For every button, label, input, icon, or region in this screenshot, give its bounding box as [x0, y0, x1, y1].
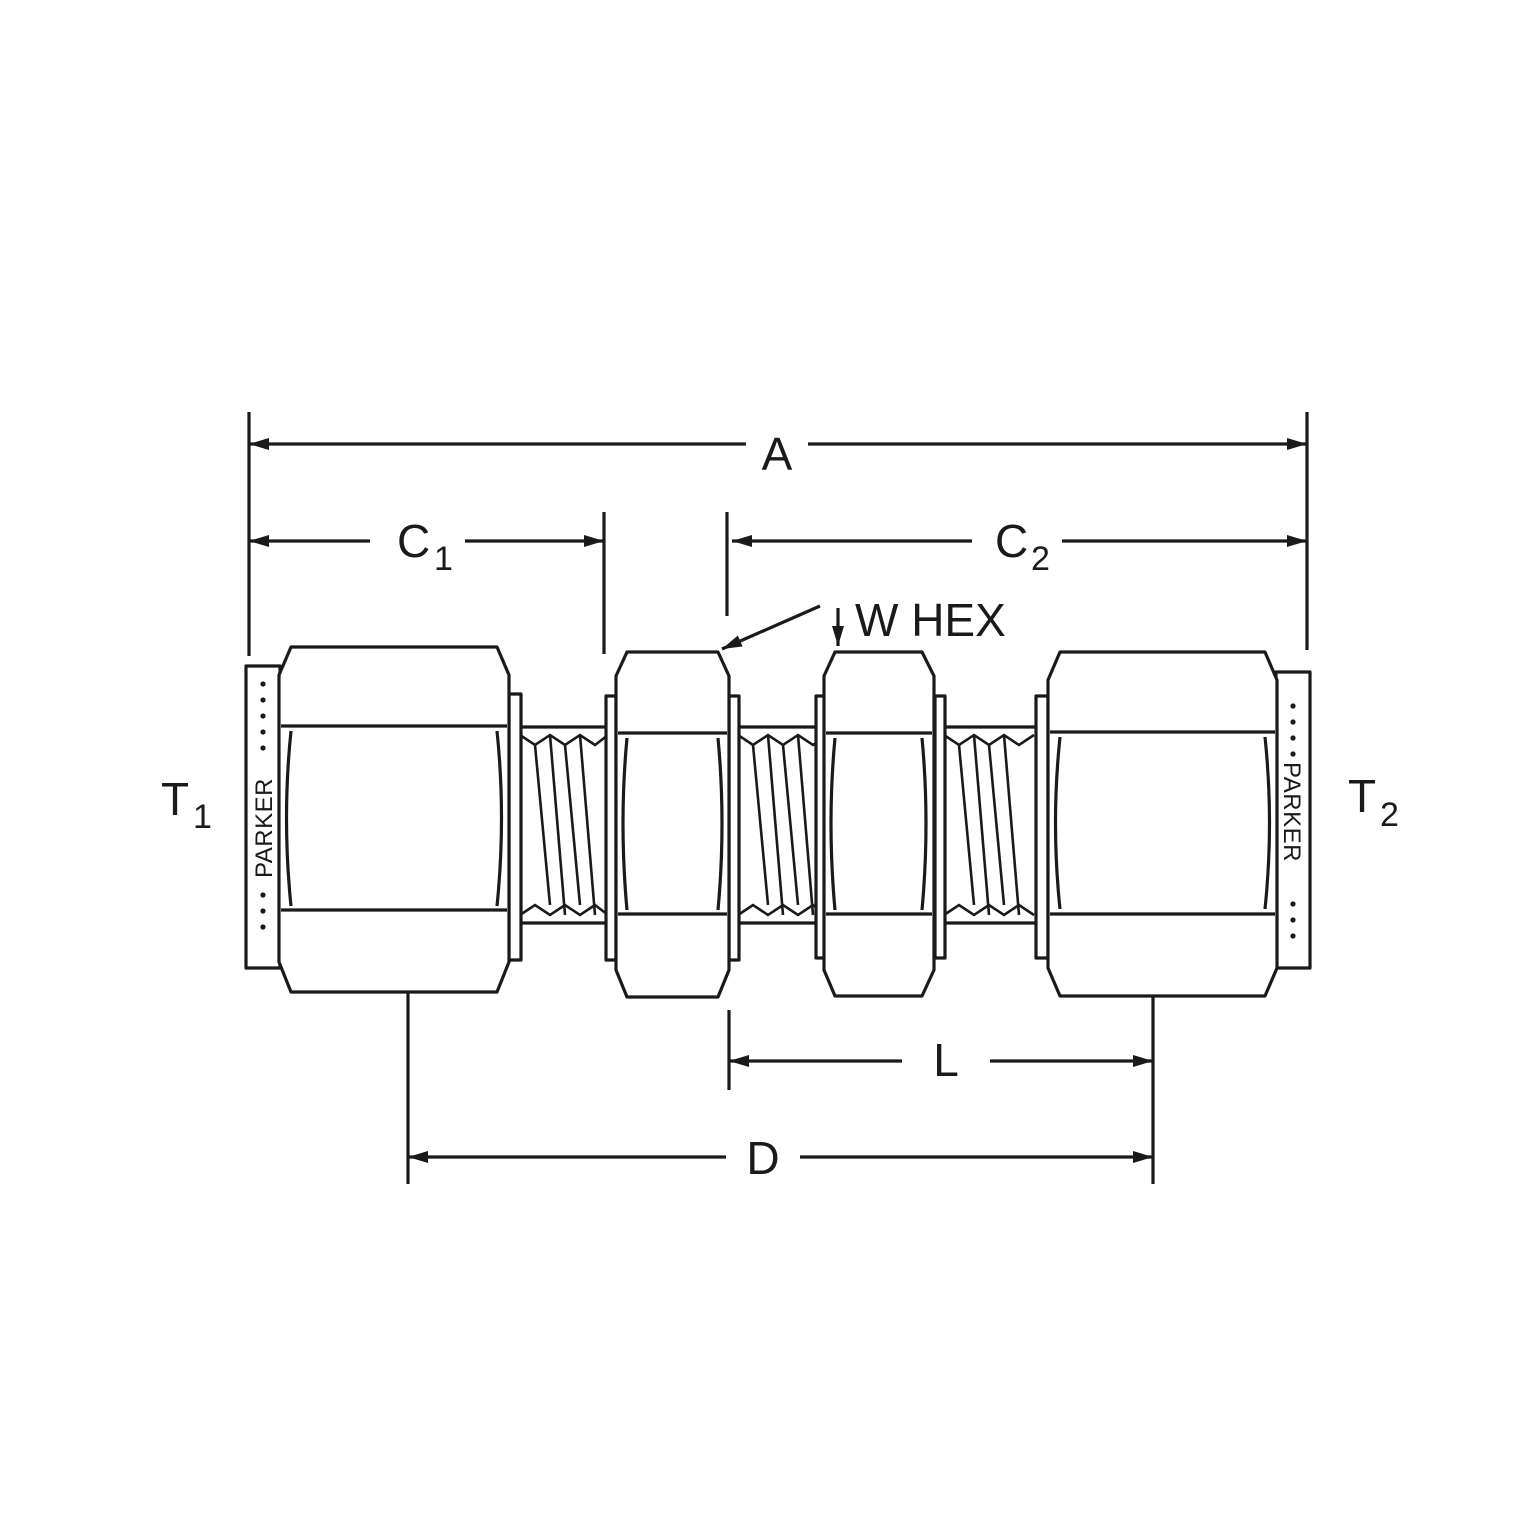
threads-right — [942, 725, 1040, 925]
label-a: A — [762, 428, 793, 480]
jam-nut — [822, 650, 936, 998]
label-w-hex: W HEX — [855, 594, 1006, 646]
dimension-c2: C 2 — [732, 515, 1307, 578]
label-l: L — [933, 1034, 959, 1086]
brand-mark-left: PARKER — [251, 778, 278, 878]
dimension-d: D — [408, 1132, 1153, 1184]
tube-end-right: PARKER — [1274, 670, 1312, 970]
extension-lines — [247, 412, 1309, 1184]
label-t1: T — [161, 773, 189, 825]
hex-nut-right — [1046, 650, 1279, 998]
w-hex-callout: W HEX — [721, 594, 1006, 651]
label-t2-subscript: 2 — [1380, 796, 1399, 834]
dimension-l: L — [729, 1034, 1153, 1086]
hex-nut-left — [277, 645, 511, 994]
label-t2: T — [1348, 770, 1376, 822]
label-c1: C — [397, 515, 430, 567]
body-hex-center — [614, 650, 731, 999]
shoulder-left-nut — [507, 692, 523, 962]
tube-end-left: PARKER — [244, 664, 282, 970]
label-t1-subscript: 1 — [193, 798, 212, 836]
dimension-c1: C 1 — [249, 515, 604, 578]
label-c2-subscript: 2 — [1031, 540, 1050, 578]
brand-mark-right: PARKER — [1278, 762, 1305, 862]
label-c2: C — [995, 515, 1028, 567]
shoulder-right-nut — [1034, 694, 1050, 960]
washer-right-of-jam-nut — [933, 694, 947, 960]
dimension-a: A — [249, 428, 1307, 480]
threads-center — [736, 725, 830, 925]
label-d: D — [746, 1132, 779, 1184]
threads-left — [518, 725, 610, 925]
label-c1-subscript: 1 — [434, 540, 453, 578]
